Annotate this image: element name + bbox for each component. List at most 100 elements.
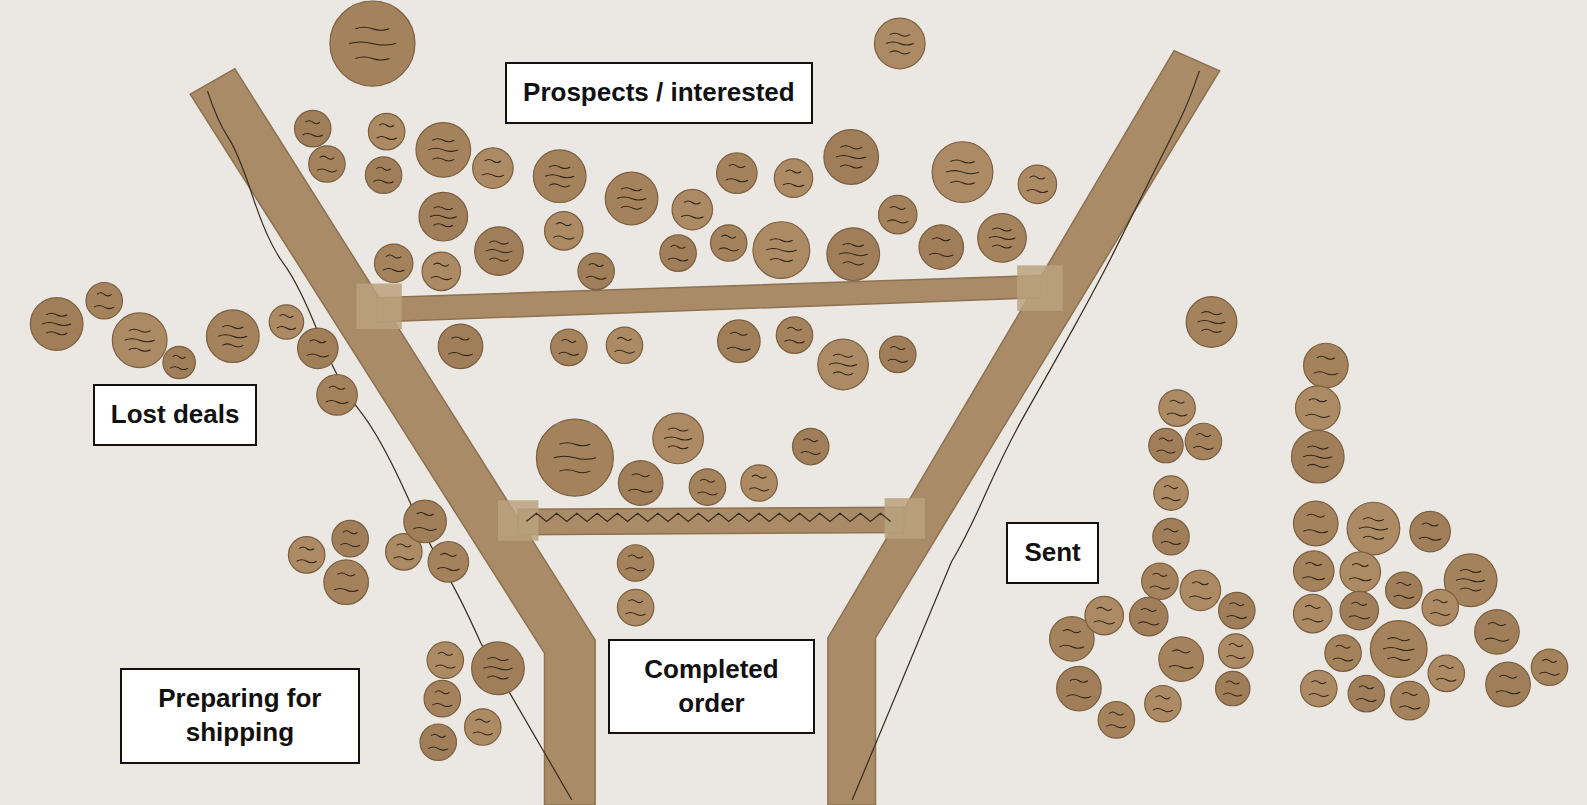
disc-scribble	[317, 169, 337, 172]
disc-scribble	[770, 239, 793, 242]
cardboard-disc	[475, 227, 524, 276]
disc-scribble	[992, 245, 1011, 248]
disc-scribble	[125, 339, 155, 342]
disc-scribble	[432, 158, 454, 161]
cardboard-disc	[1486, 662, 1531, 707]
cardboard-disc	[606, 327, 642, 363]
disc-scribble	[668, 446, 688, 449]
disc-scribble	[170, 367, 188, 370]
disc-scribble	[1399, 706, 1420, 709]
disc-scribble	[440, 553, 456, 556]
disc-scribble	[727, 347, 750, 350]
disc-scribble	[343, 531, 358, 534]
disc-scribble	[329, 386, 345, 389]
disc-scribble	[628, 489, 652, 492]
disc-scribble	[431, 277, 452, 280]
stage-label: Lost deals	[93, 384, 258, 446]
disc-scribble	[428, 747, 448, 750]
cardboard-disc	[472, 642, 525, 695]
stage-label-text: Prospects / interested	[523, 76, 795, 110]
disc-scribble	[586, 276, 606, 279]
cardboard-disc	[368, 113, 404, 149]
disc-scribble	[890, 347, 905, 350]
cardboard-disc	[618, 461, 663, 506]
cardboard-disc	[753, 222, 810, 279]
disc-scribble	[97, 293, 112, 296]
disc-scribble	[684, 201, 700, 204]
cardboard-disc	[324, 560, 369, 605]
disc-scribble	[417, 513, 434, 516]
cardboard-disc	[1154, 476, 1188, 510]
disc-scribble	[1159, 438, 1173, 441]
disc-scribble	[553, 236, 574, 239]
disc-scribble	[1303, 455, 1332, 458]
disc-scribble	[1156, 450, 1175, 453]
disc-scribble	[626, 612, 646, 615]
disc-scribble	[438, 652, 453, 655]
cardboard-disc	[824, 130, 879, 185]
disc-scribble	[1230, 603, 1245, 606]
disc-scribble	[379, 124, 394, 127]
stage-label: Completed order	[608, 639, 815, 735]
disc-scribble	[310, 340, 326, 343]
disc-scribble	[1485, 638, 1509, 641]
disc-scribble	[280, 314, 294, 317]
disc-scribble	[437, 568, 459, 571]
cardboard-disc	[792, 428, 828, 464]
disc-scribble	[1153, 709, 1173, 712]
disc-scribble	[549, 184, 570, 187]
disc-scribble	[1198, 320, 1226, 323]
disc-scribble	[1356, 698, 1376, 701]
cardboard-disc	[533, 150, 586, 203]
disc-scribble	[1226, 656, 1245, 659]
disc-scribble	[1419, 537, 1441, 540]
disc-scribble	[890, 51, 910, 54]
stage-label-text: Lost deals	[111, 398, 240, 432]
disc-scribble	[628, 600, 643, 603]
disc-scribble	[376, 167, 391, 170]
disc-scribble	[483, 667, 512, 670]
disc-scribble	[1383, 648, 1414, 651]
disc-scribble	[432, 139, 454, 142]
cardboard-disc	[295, 110, 331, 146]
disc-scribble	[559, 470, 590, 473]
disc-scribble	[621, 206, 642, 209]
disc-scribble	[626, 568, 646, 571]
cardboard-disc	[420, 724, 456, 760]
disc-scribble	[1349, 578, 1371, 581]
disc-scribble	[222, 344, 243, 347]
cardboard-disc	[1219, 634, 1253, 668]
cardboard-disc	[30, 298, 83, 351]
cardboard-disc	[1186, 297, 1237, 348]
disc-scribble	[452, 337, 470, 340]
disc-scribble	[1312, 681, 1327, 684]
cardboard-disc	[298, 328, 338, 369]
disc-scribble	[617, 197, 646, 200]
disc-scribble	[1201, 329, 1221, 332]
disc-scribble	[836, 155, 866, 158]
cardboard-disc	[1130, 597, 1168, 635]
cardboard-disc	[617, 589, 653, 625]
cardboard-disc	[1293, 551, 1333, 592]
cardboard-disc	[422, 252, 460, 290]
disc-scribble	[355, 27, 389, 30]
cardboard-disc	[86, 283, 122, 319]
cardboard-disc	[545, 212, 583, 250]
disc-scribble	[950, 181, 974, 184]
cardboard-disc	[206, 310, 259, 363]
disc-scribble	[890, 206, 905, 209]
disc-scribble	[1030, 176, 1045, 179]
disc-scribble	[929, 253, 953, 256]
disc-scribble	[843, 243, 864, 246]
cardboard-disc	[818, 339, 869, 390]
disc-scribble	[1387, 638, 1410, 641]
disc-scribble	[1336, 645, 1351, 648]
disc-scribble	[222, 325, 243, 328]
cardboard-disc	[1422, 589, 1458, 625]
disc-scribble	[475, 719, 490, 722]
disc-scribble	[1422, 523, 1438, 526]
cardboard-disc	[1085, 596, 1123, 634]
cardboard-disc	[465, 709, 501, 745]
cardboard-disc	[309, 146, 345, 182]
cardboard-disc	[1057, 666, 1102, 711]
